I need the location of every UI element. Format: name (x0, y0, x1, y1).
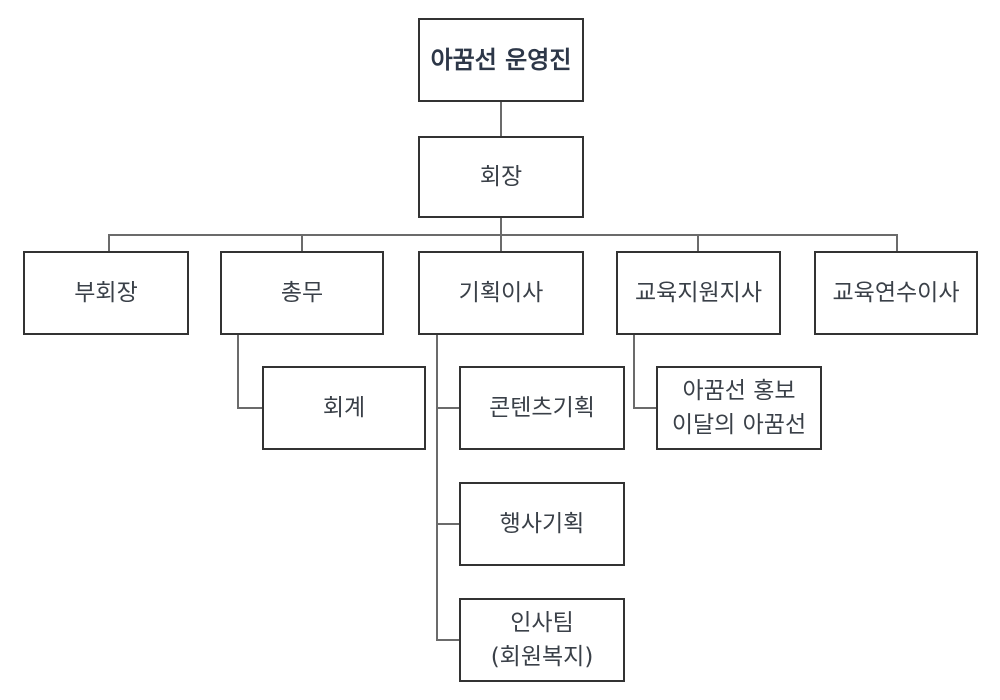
president-box: 회장 (418, 136, 584, 218)
accounting-label: 회계 (322, 395, 366, 421)
connector-horizontal-bus (108, 234, 898, 236)
education-support-label: 교육지원지사 (635, 280, 762, 306)
pr-label-line1: 아꿈선 홍보 (682, 378, 796, 404)
connector-planning (500, 234, 502, 253)
event-planning-label: 행사기획 (499, 511, 585, 537)
event-planning-box: 행사기획 (459, 482, 625, 566)
connector-general-affairs (301, 234, 303, 253)
vice-president-box: 부회장 (23, 251, 189, 335)
connector-pr (633, 407, 658, 409)
connector-education-training (896, 234, 898, 253)
general-affairs-label: 총무 (280, 280, 324, 306)
pr-box: 아꿈선 홍보 이달의 아꿈선 (656, 366, 822, 450)
connector-education-support (697, 234, 699, 253)
connector-education-support-down (633, 333, 635, 409)
connector-content-planning (436, 407, 460, 409)
planning-label: 기획이사 (458, 280, 544, 306)
connector-title-president (500, 100, 502, 138)
accounting-box: 회계 (262, 366, 426, 450)
connector-hr-team (436, 639, 460, 641)
education-training-box: 교육연수이사 (814, 251, 978, 335)
connector-accounting (237, 407, 263, 409)
vice-president-label: 부회장 (74, 280, 138, 306)
pr-label-line2: 이달의 아꿈선 (671, 412, 807, 438)
planning-box: 기획이사 (418, 251, 584, 335)
connector-president-bus (500, 216, 502, 235)
connector-event-planning (436, 523, 460, 525)
education-training-label: 교육연수이사 (832, 280, 960, 306)
title-label: 아꿈선 운영진 (430, 46, 572, 74)
title-box: 아꿈선 운영진 (418, 18, 584, 102)
general-affairs-box: 총무 (220, 251, 384, 335)
hr-team-box: 인사팀 (회원복지) (459, 598, 625, 682)
education-support-box: 교육지원지사 (616, 251, 781, 335)
connector-vice-president (108, 234, 110, 253)
content-planning-box: 콘텐츠기획 (459, 366, 625, 450)
president-label: 회장 (479, 164, 523, 190)
content-planning-label: 콘텐츠기획 (489, 395, 595, 421)
connector-general-affairs-down (237, 333, 239, 409)
hr-team-label-line1: 인사팀 (510, 610, 574, 636)
connector-planning-down (436, 333, 438, 640)
hr-team-label-line2: (회원복지) (490, 644, 594, 670)
